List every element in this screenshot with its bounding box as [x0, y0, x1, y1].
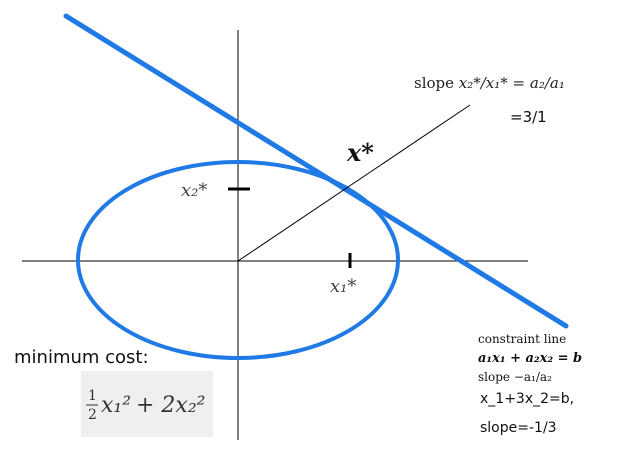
minimum-cost-caption: minimum cost: — [14, 347, 149, 368]
constraint-slope-text: slope −a₁/a₂ — [478, 370, 552, 384]
optimal-point-label: x* — [346, 138, 374, 167]
formula-half-denominator: 2 — [88, 407, 97, 423]
constraint-title: constraint line — [478, 332, 566, 346]
x1-star-label: x₁* — [330, 276, 356, 297]
cost-ellipse — [76, 160, 400, 360]
slope-formula: x₂*/x₁* = a₂/a₁ — [459, 74, 565, 92]
slope-prefix: slope — [414, 74, 459, 92]
formula-x2-term: + 2x₂² — [136, 393, 205, 418]
x2-star-label: x₂* — [181, 180, 207, 201]
constraint-line — [63, 13, 569, 329]
slope-value-label: =3/1 — [510, 108, 547, 126]
slope-ray — [237, 104, 471, 262]
minimum-cost-formula-box — [81, 371, 213, 437]
constraint-specific-equation: x_1+3x_2=b, — [480, 391, 574, 407]
constraint-specific-slope: slope=-1/3 — [480, 420, 557, 436]
formula-half-numerator: 1 — [88, 388, 97, 404]
constraint-equation: a₁x₁ + a₂x₂ = b — [478, 351, 582, 366]
formula-x1-term: x₁² — [101, 393, 131, 418]
slope-formula-label: slope x₂*/x₁* = a₂/a₁ — [414, 74, 565, 92]
